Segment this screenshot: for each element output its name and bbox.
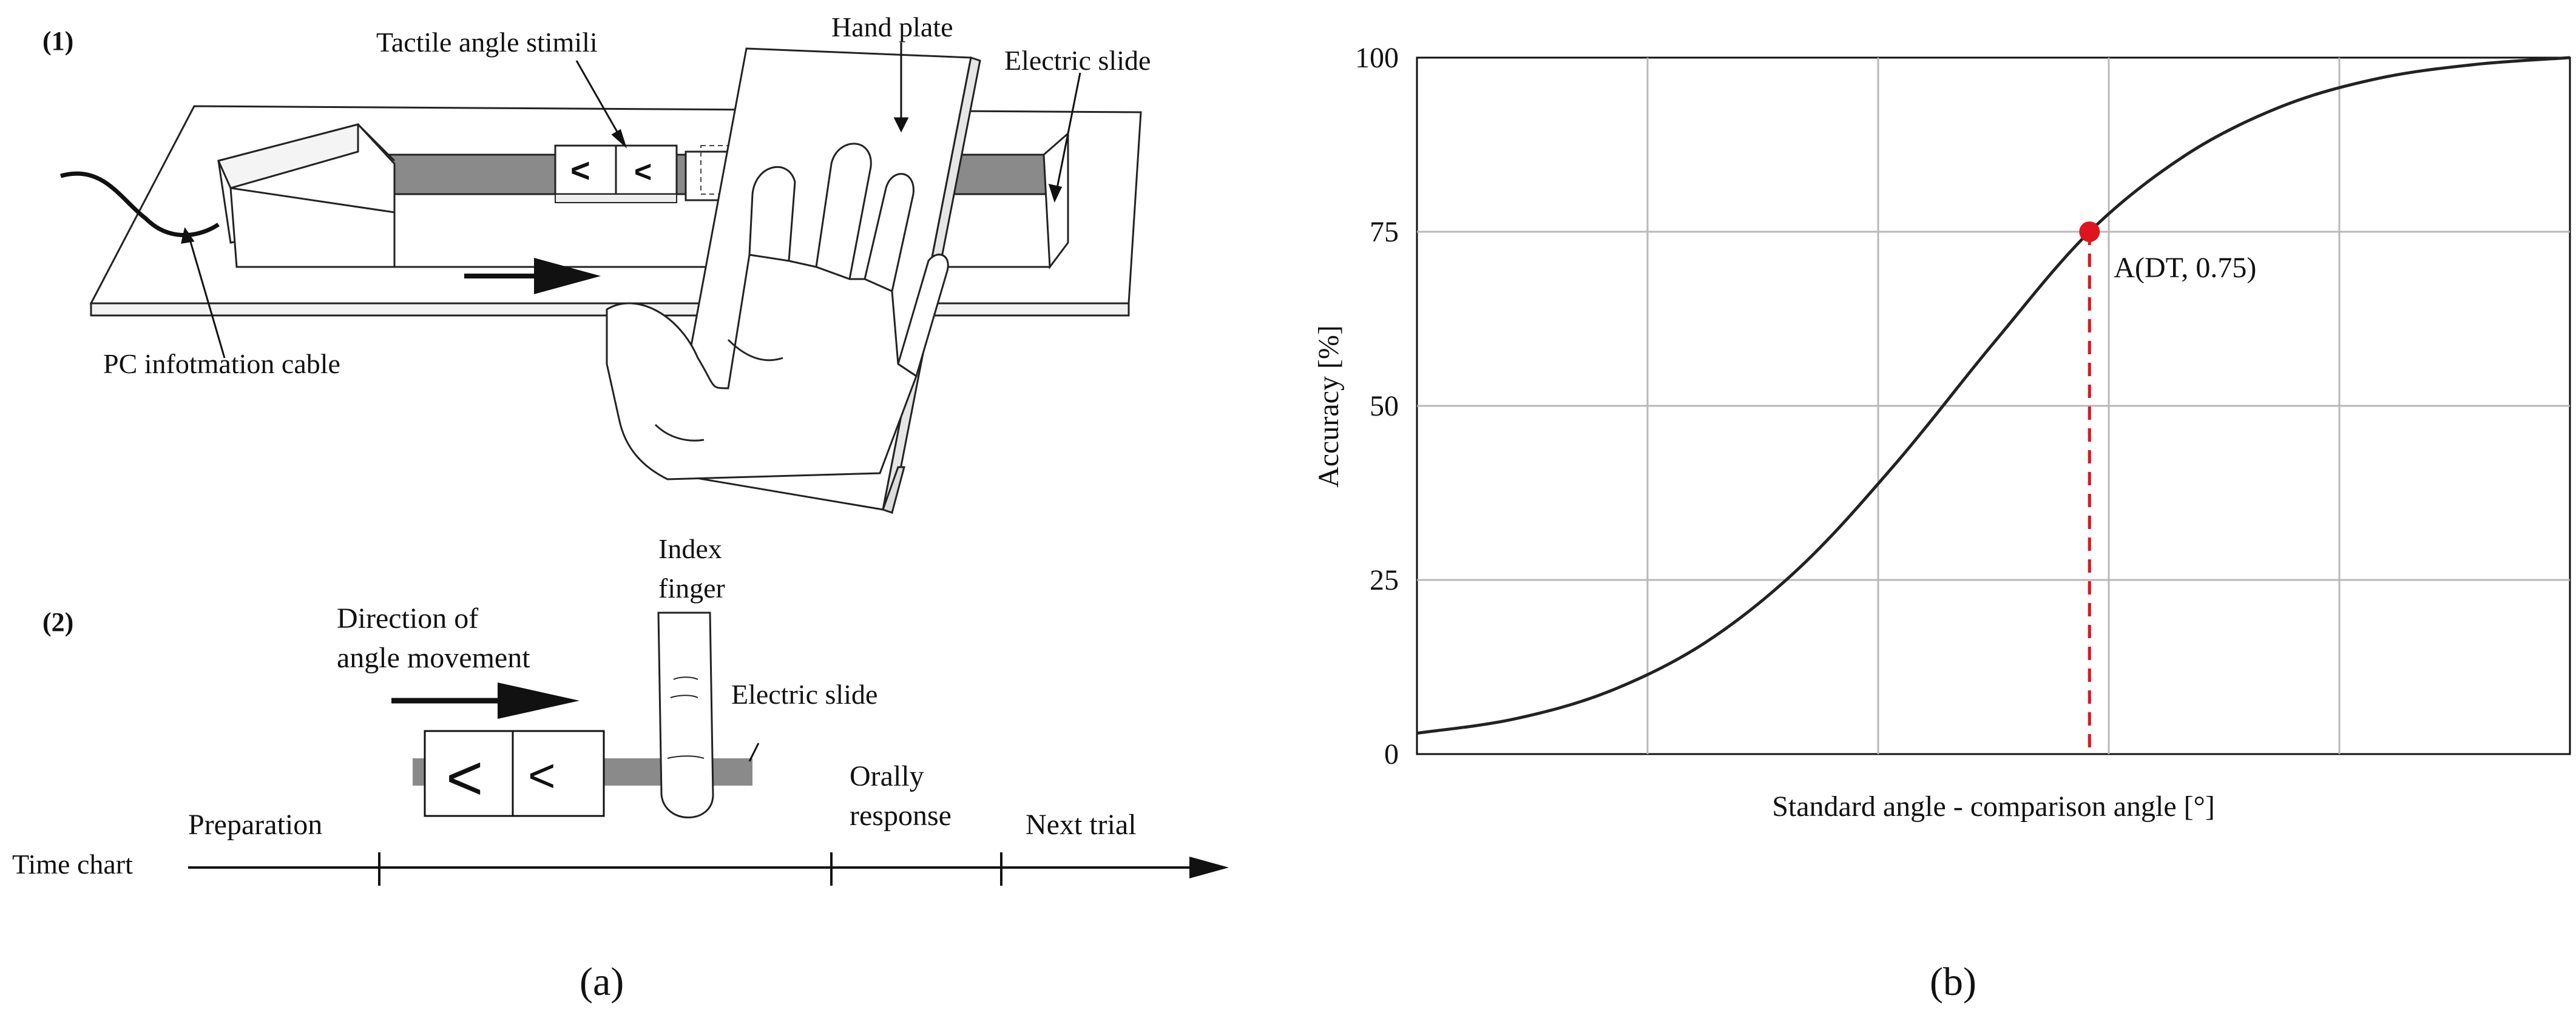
orally-label-2: response — [850, 800, 952, 832]
procedure-slide-label: Electric slide — [731, 679, 877, 710]
y-axis-label: Accuracy [%] — [1313, 325, 1345, 488]
tactile-symbol-1: < — [570, 151, 590, 189]
procedure-slide-leader — [748, 743, 760, 762]
y-tick-label: 0 — [1384, 738, 1399, 770]
direction-label-2: angle movement — [337, 642, 530, 674]
direction-label-1: Direction of — [337, 602, 478, 635]
threshold-point — [2079, 221, 2100, 242]
index-finger-drawing — [657, 612, 714, 818]
panel-a: (1) < < — [12, 12, 1229, 1004]
motor-block — [217, 123, 396, 268]
tactile-symbol-2: < — [634, 155, 652, 189]
electric-slide-label: Electric slide — [1004, 45, 1151, 76]
caption-b: (b) — [1930, 960, 1976, 1004]
tactile-label: Tactile angle stimili — [376, 27, 598, 58]
time-chart: Time chart Preparation Orally response N… — [12, 760, 1229, 886]
movement-arrow-bottom — [391, 682, 580, 719]
preparation-label: Preparation — [188, 809, 322, 841]
panel-b: 100 75 50 25 0 A(DT, 0.75) Standard angle - … — [1313, 42, 2571, 1004]
psychometric-curve — [1416, 56, 2571, 735]
leader-lines — [181, 42, 1081, 359]
procedure-label: (2) — [42, 607, 73, 637]
index-finger-label-1: Index — [658, 533, 722, 564]
time-chart-label: Time chart — [12, 849, 133, 880]
index-finger-label-2: finger — [658, 573, 725, 604]
y-tick-labels: 100 75 50 25 0 — [1355, 42, 1399, 770]
x-axis-label: Standard angle - comparison angle [°] — [1772, 790, 2215, 823]
y-tick-label: 50 — [1370, 390, 1399, 422]
hand-plate-label: Hand plate — [831, 12, 953, 42]
y-tick-label: 25 — [1370, 564, 1399, 596]
y-tick-label: 75 — [1370, 216, 1399, 248]
caption-a: (a) — [580, 960, 624, 1004]
grid-lines — [1417, 58, 2570, 754]
cable-label: PC infotmation cable — [103, 348, 340, 379]
next-trial-label: Next trial — [1026, 809, 1137, 841]
threshold-label: A(DT, 0.75) — [2114, 252, 2256, 284]
stimulus-symbol-1: < — [446, 743, 483, 814]
orally-label-1: Orally — [850, 760, 924, 792]
movement-arrow-top — [464, 258, 601, 294]
hand-drawing — [606, 143, 949, 480]
setup-label: (1) — [42, 26, 73, 56]
y-tick-label: 100 — [1355, 42, 1399, 74]
stimulus-symbol-2: < — [528, 749, 556, 802]
pc-cable — [60, 171, 220, 237]
